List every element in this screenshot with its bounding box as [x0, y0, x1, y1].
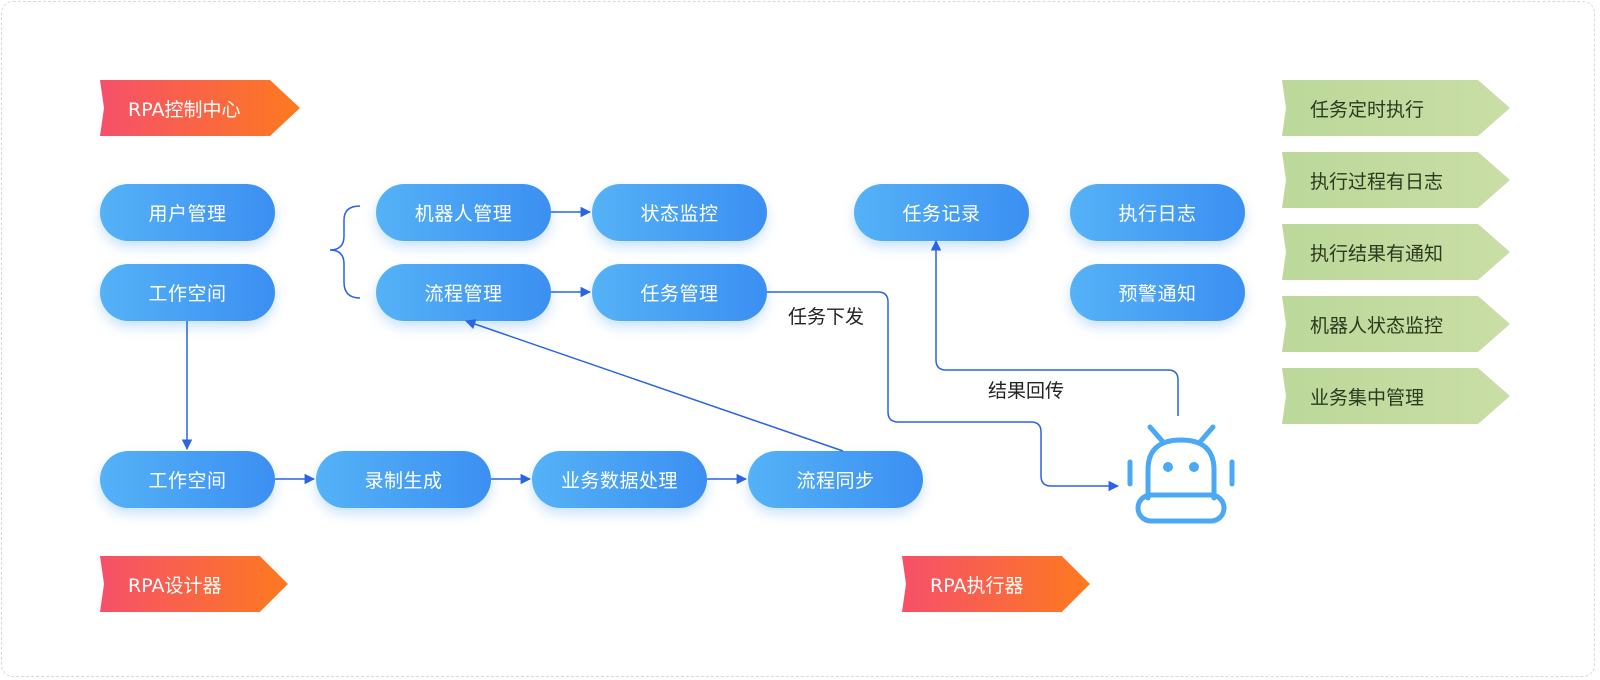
node-warning-notice: 预警通知 [1070, 264, 1245, 321]
node-workspace-designer: 工作空间 [100, 451, 275, 508]
edge-label-result-return: 结果回传 [988, 380, 1065, 402]
edge-label-task-dispatch: 任务下发 [788, 306, 865, 328]
node-workspace-control: 工作空间 [100, 264, 275, 321]
node-task-management: 任务管理 [592, 264, 767, 321]
node-business-data: 业务数据处理 [532, 451, 707, 508]
node-execution-log: 执行日志 [1070, 184, 1245, 241]
tag-rpa-designer: RPA设计器 [100, 556, 288, 612]
edge-task-dispatch [767, 291, 1120, 492]
robot-eye-left [1163, 462, 1173, 472]
feature-item: 任务定时执行 [1282, 80, 1510, 136]
node-status-monitor: 状态监控 [592, 184, 767, 241]
node-record-generate: 录制生成 [316, 451, 491, 508]
node-user-management: 用户管理 [100, 184, 275, 241]
edge-flowsync-to-flowmgmt [465, 319, 844, 452]
node-task-record: 任务记录 [854, 184, 1029, 241]
tag-rpa-executor: RPA执行器 [902, 556, 1090, 612]
feature-item: 业务集中管理 [1282, 368, 1510, 424]
group-brace [329, 205, 361, 299]
robot-eye-right [1189, 462, 1199, 472]
robot-icon [1127, 424, 1235, 524]
node-robot-management: 机器人管理 [376, 184, 551, 241]
feature-item: 执行过程有日志 [1282, 152, 1510, 208]
feature-item: 机器人状态监控 [1282, 296, 1510, 352]
node-flow-management: 流程管理 [376, 264, 551, 321]
tag-rpa-control-center: RPA控制中心 [100, 80, 300, 136]
edge-result-return [930, 239, 1179, 416]
node-flow-sync: 流程同步 [748, 451, 923, 508]
feature-item: 执行结果有通知 [1282, 224, 1510, 280]
